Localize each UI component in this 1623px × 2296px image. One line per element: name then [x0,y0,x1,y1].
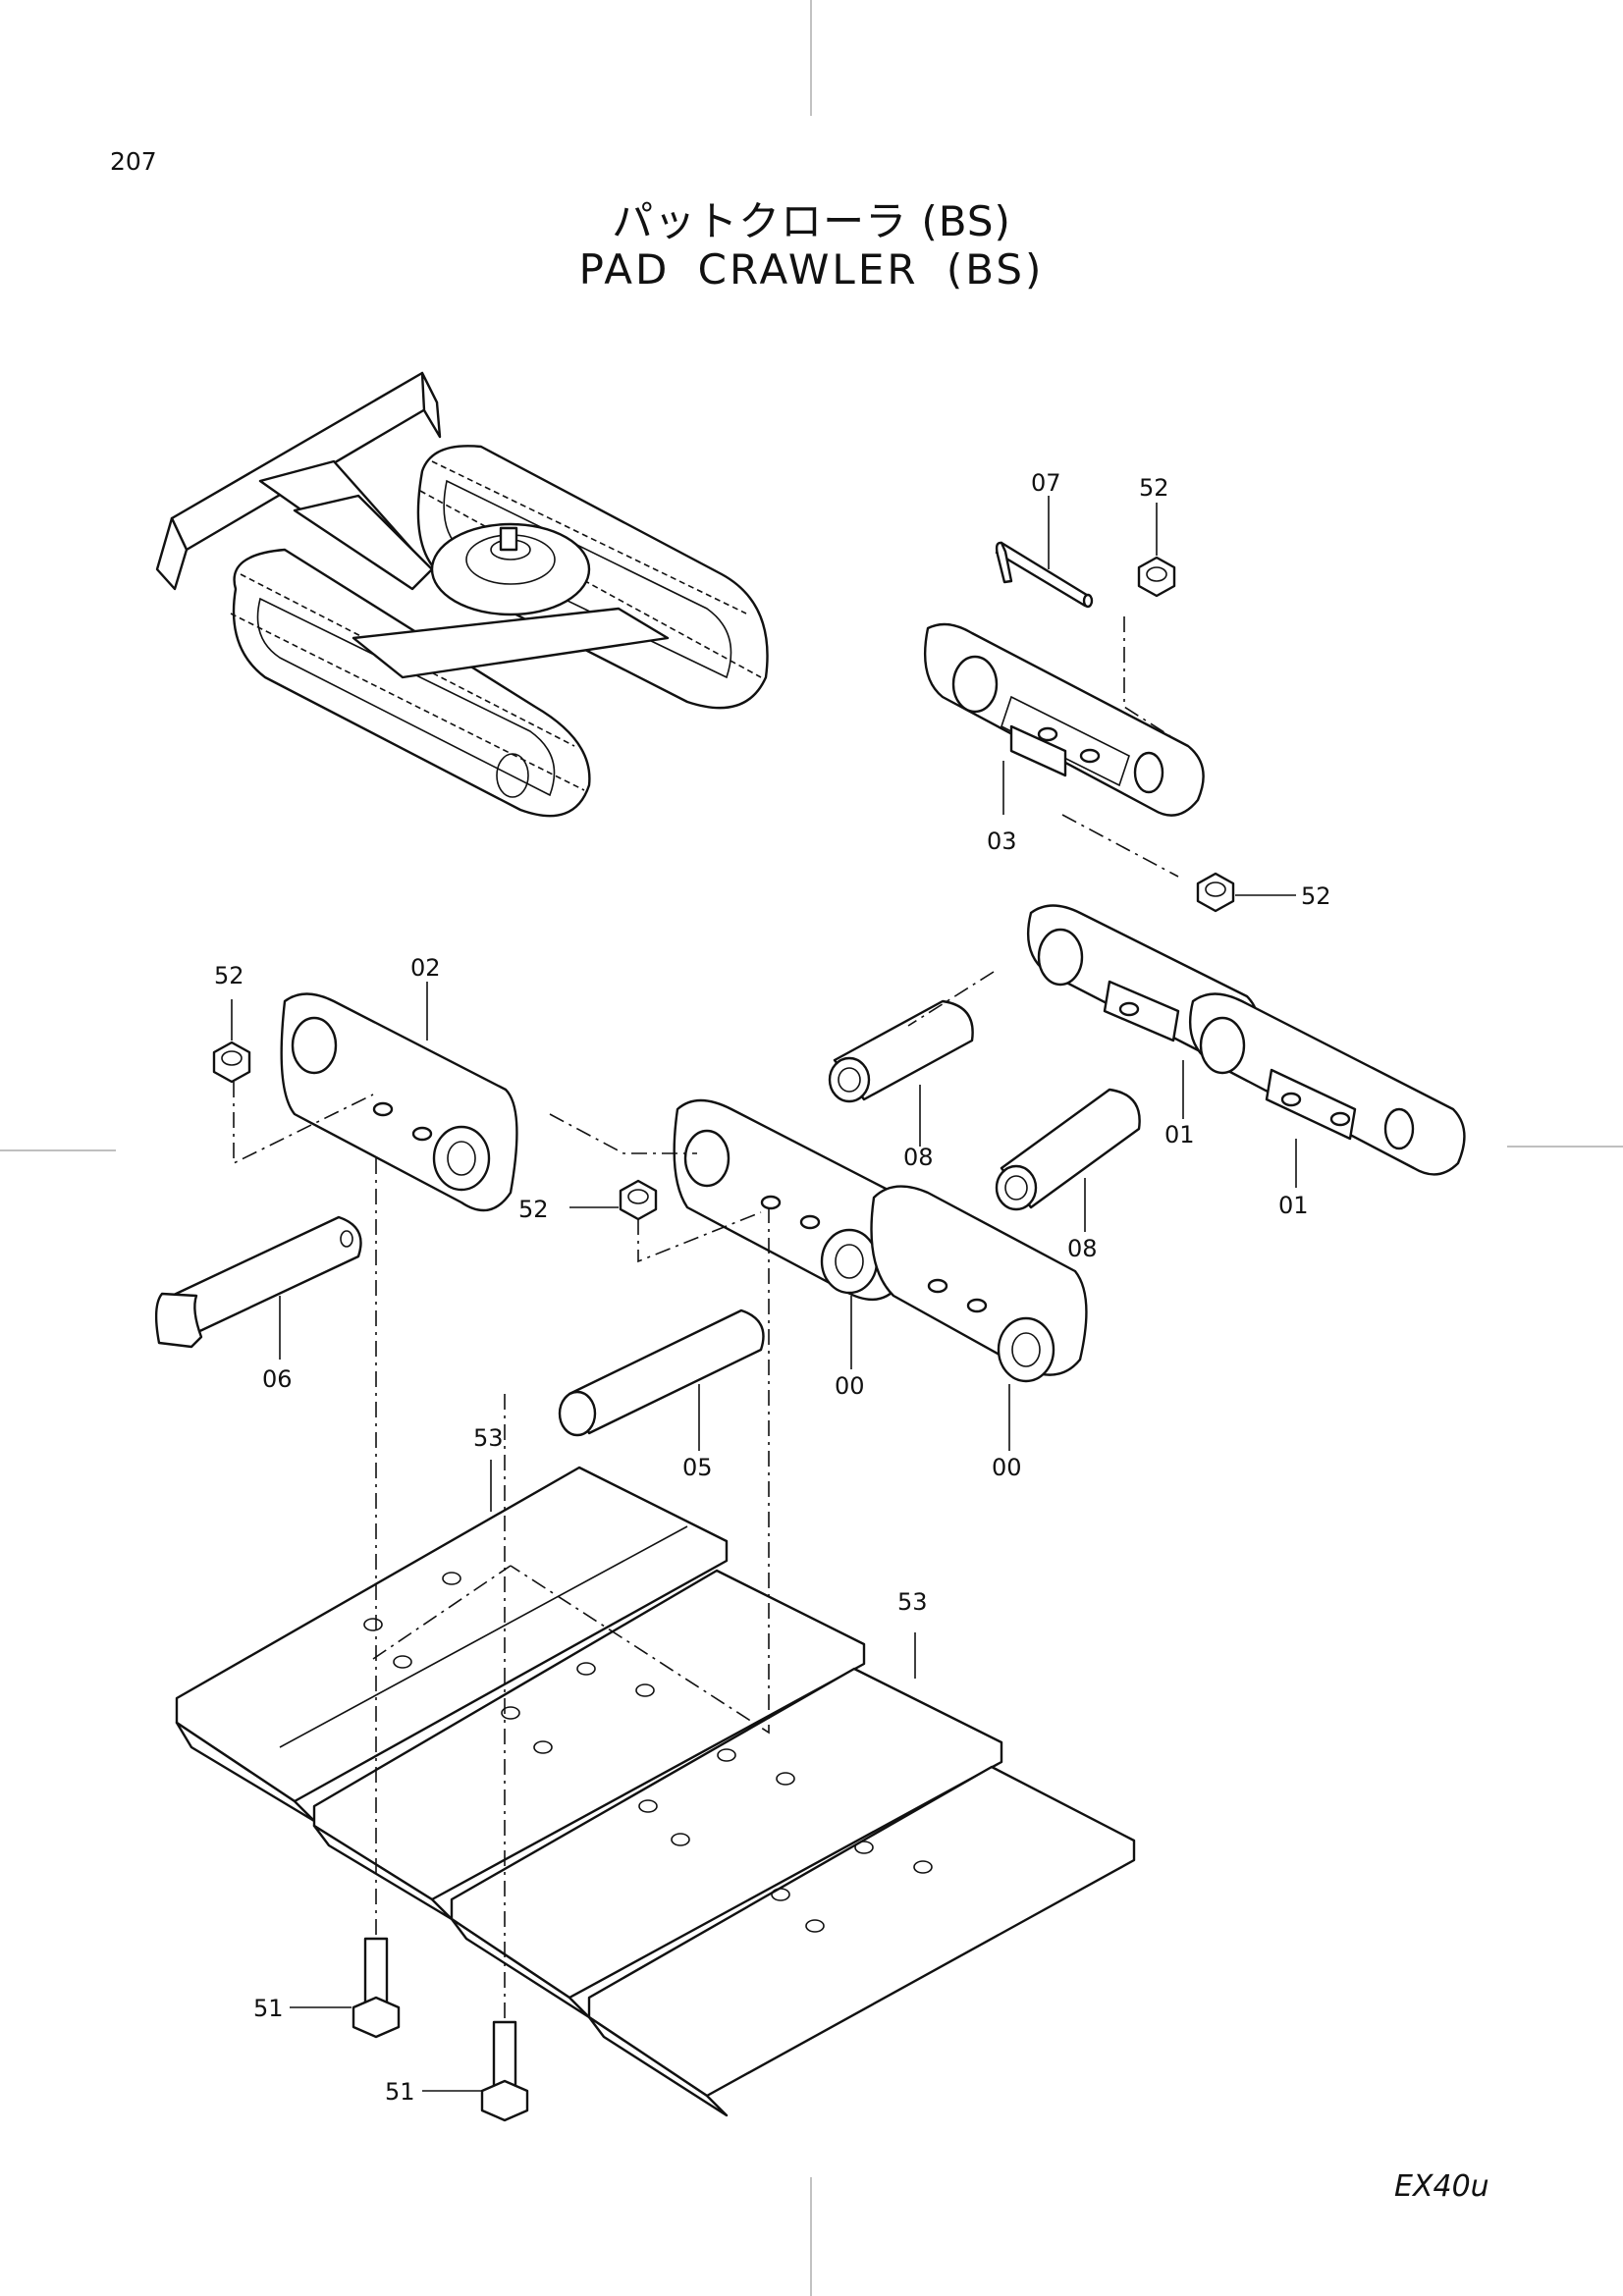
callout-01-b: 01 [1278,1192,1309,1219]
part-07-rod [995,541,1094,609]
part-51-bolt-b [480,2020,529,2122]
part-05-pin [558,1308,765,1437]
part-08-bushing-b [995,1088,1141,1211]
part-52-nut-right [1196,872,1235,913]
callout-51-b: 51 [385,2078,415,2106]
callout-08-a: 08 [903,1144,934,1171]
part-00-link-b [870,1185,1088,1383]
callout-08-b: 08 [1067,1235,1098,1262]
part-53-track-pads [175,1466,1136,2117]
title-japanese: パットクローラ (BS) [612,197,1011,245]
page-number: 207 [110,147,157,176]
callout-53-a: 53 [473,1424,504,1452]
part-01-link-pair [1027,904,1466,1176]
excavator-overview-illustration [155,371,769,818]
callout-53-b: 53 [897,1588,928,1616]
callout-05: 05 [682,1454,713,1481]
callout-07: 07 [1031,469,1061,497]
callout-00-b: 00 [992,1454,1022,1481]
part-02-link [280,992,518,1212]
callout-02: 02 [410,954,441,982]
callout-labels: 07 52 03 52 52 02 08 01 01 52 08 06 00 0… [214,469,1331,2106]
callout-52-right: 52 [1301,882,1331,910]
part-08-bushing-a [828,999,974,1103]
part-52-nut-middle [619,1179,658,1221]
assembly-lines [233,616,1179,2022]
model-label: EX40u [1394,2169,1489,2204]
part-52-nut-left [212,1041,251,1084]
part-06-pin [154,1215,362,1349]
callout-00-a: 00 [835,1372,865,1400]
part-51-bolt-a [352,1937,401,2039]
callout-01-a: 01 [1164,1121,1195,1148]
part-52-nut-top [1137,556,1176,598]
part-03-master-link [924,622,1205,817]
callout-52-top: 52 [1139,474,1169,502]
callout-51-a: 51 [253,1995,284,2022]
callout-03: 03 [987,828,1017,855]
title-english: PAD CRAWLER (BS) [578,245,1045,294]
leader-lines [231,496,1297,2092]
callout-52-left: 52 [214,962,244,989]
callout-52-middle: 52 [518,1196,549,1223]
part-00-link-a [673,1098,909,1302]
callout-06: 06 [262,1365,293,1393]
